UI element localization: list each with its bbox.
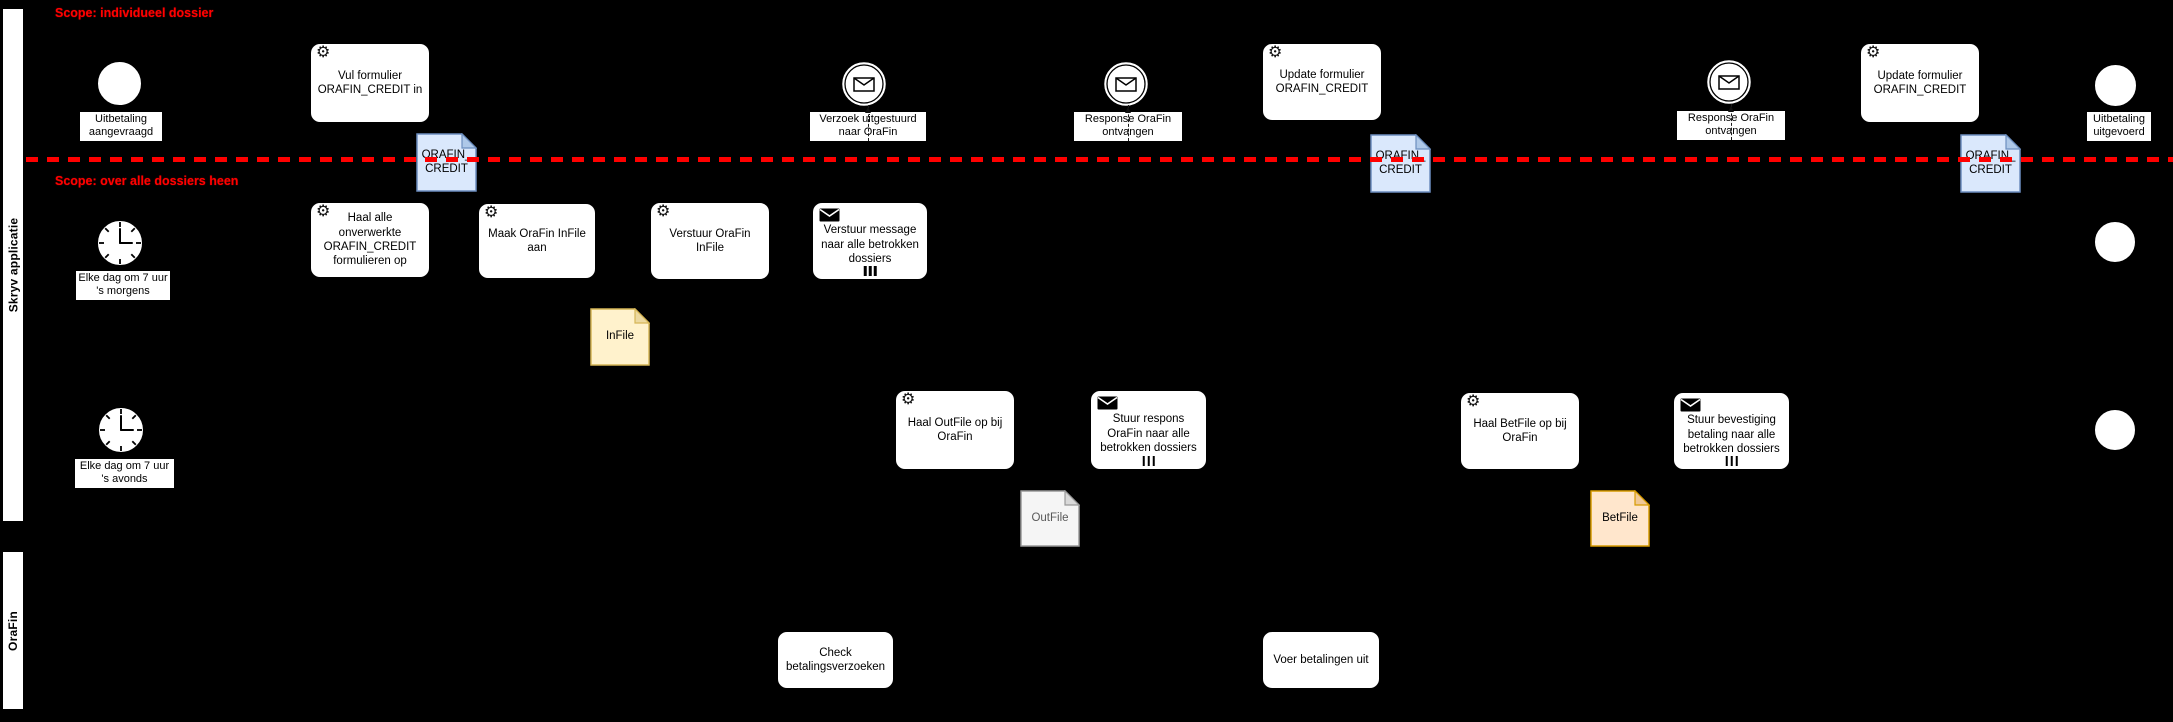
task-label: Update formulier ORAFIN_CREDIT [1275,68,1369,95]
document-icon [416,133,477,192]
gear-icon: ⚙ [484,204,499,221]
task-label: Verstuur OraFin InFile [669,227,751,254]
data-object-orafin-credit-2[interactable]: ORAFIN_ CREDIT [1370,134,1431,193]
clock-icon [97,406,145,454]
doc-label: ORAFIN_ CREDIT [1375,149,1426,176]
gear-icon: ⚙ [316,203,331,220]
task-update-formulier-1[interactable]: ⚙ Update formulier ORAFIN_CREDIT [1262,43,1382,121]
task-update-formulier-2[interactable]: ⚙ Update formulier ORAFIN_CREDIT [1860,43,1980,123]
end-event-uitbetaling-uitgevoerd[interactable] [2092,62,2139,109]
data-object-orafin-credit-3[interactable]: ORAFIN_ CREDIT [1960,134,2021,193]
task-label: Voer betalingen uit [1273,653,1369,666]
multi-instance-icon [1142,456,1155,466]
gear-icon: ⚙ [1268,44,1283,61]
data-object-infile[interactable]: InFile [590,308,650,366]
doc-label: BetFile [1602,511,1638,524]
task-label: Haal BetFile op bij OraFin [1473,417,1567,444]
task-verstuur-message-dossiers[interactable]: Verstuur message naar alle betrokken dos… [812,202,928,280]
event-label: Elke dag om 7 uur 's morgens [76,271,170,300]
multi-instance-icon [1725,456,1738,466]
doc-label: ORAFIN_ CREDIT [421,148,472,175]
multi-instance-icon [863,266,877,276]
lane-orafin: OraFin [2,551,26,710]
end-event-row2[interactable] [2092,219,2138,265]
data-object-orafin-credit-1[interactable]: ORAFIN_ CREDIT [416,133,477,192]
gear-icon: ⚙ [1866,44,1881,61]
document-icon [1020,490,1080,547]
event-label: Response OraFin ontvangen [1677,104,1785,140]
task-stuur-respons-dossiers[interactable]: Stuur respons OraFin naar alle betrokken… [1090,390,1207,470]
event-label: Verzoek uitgestuurd naar OraFin [810,105,926,141]
task-label: Stuur bevestiging betaling naar alle bet… [1683,414,1780,456]
lane-skryv-applicatie: Skryv applicatie [2,8,26,522]
task-maak-infile[interactable]: ⚙ Maak OraFin InFile aan [478,203,596,279]
gear-icon: ⚙ [316,44,331,61]
task-label: Haal alle onverwerkte ORAFIN_CREDIT form… [323,212,417,268]
task-haal-outfile[interactable]: ⚙ Haal OutFile op bij OraFin [895,390,1015,470]
data-object-betfile[interactable]: BetFile [1590,490,1650,547]
document-icon [1370,134,1431,193]
document-icon [590,308,650,366]
doc-label: ORAFIN_ CREDIT [1965,149,2016,176]
envelope-icon [840,60,888,108]
gear-icon: ⚙ [1466,393,1481,410]
task-label: Verstuur message naar alle betrokken dos… [821,224,919,266]
task-label: Check betalingsverzoeken [785,646,886,673]
task-label: Haal OutFile op bij OraFin [907,416,1003,443]
event-label: Response OraFin ontvangen [1074,105,1182,141]
message-event-verzoek-uitgestuurd[interactable] [840,60,888,108]
scope-label-individueel: Scope: individueel dossier [55,6,214,20]
task-label: Vul formulier ORAFIN_CREDIT in [317,69,423,96]
task-voer-betalingen-uit[interactable]: Voer betalingen uit [1262,631,1380,689]
send-envelope-icon [1680,398,1701,412]
event-label: Uitbetaling aangevraagd [80,112,162,141]
send-envelope-icon [1097,396,1118,410]
scope-label-alle-dossiers: Scope: over alle dossiers heen [55,174,239,188]
timer-event-morgens[interactable] [95,218,145,268]
task-label: Maak OraFin InFile aan [488,227,586,254]
doc-label: InFile [605,330,635,343]
task-haal-betfile[interactable]: ⚙ Haal BetFile op bij OraFin [1460,392,1580,470]
gear-icon: ⚙ [656,203,671,220]
message-event-response-ontvangen-1[interactable] [1102,60,1150,108]
start-event-uitbetaling-aangevraagd[interactable] [96,60,143,107]
task-check-betalingsverzoeken[interactable]: Check betalingsverzoeken [777,631,894,689]
message-event-response-ontvangen-2[interactable] [1705,58,1753,106]
task-haal-onverwerkte-formulieren[interactable]: ⚙ Haal alle onverwerkte ORAFIN_CREDIT fo… [310,202,430,278]
send-envelope-icon [819,208,840,222]
envelope-icon [1705,58,1753,106]
event-label: Uitbetaling uitgevoerd [2087,112,2151,141]
timer-event-avonds[interactable] [96,405,146,455]
end-event-row3[interactable] [2092,407,2138,453]
task-stuur-bevestiging-dossiers[interactable]: Stuur bevestiging betaling naar alle bet… [1673,392,1790,470]
envelope-icon [1102,60,1150,108]
task-vul-formulier-orafin-credit[interactable]: ⚙ Vul formulier ORAFIN_CREDIT in [310,43,430,123]
gear-icon: ⚙ [901,391,916,408]
clock-icon [96,219,144,267]
document-icon [1960,134,2021,193]
task-verstuur-infile[interactable]: ⚙ Verstuur OraFin InFile [650,202,770,280]
lane-label: Skryv applicatie [6,217,20,313]
scope-divider-line [26,157,2173,162]
task-label: Stuur respons OraFin naar alle betrokken… [1100,413,1197,455]
task-label: Update formulier ORAFIN_CREDIT [1873,69,1967,96]
lane-label: OraFin [6,610,20,651]
data-object-outfile[interactable]: OutFile [1020,490,1080,547]
event-label: Elke dag om 7 uur 's avonds [75,459,174,488]
doc-label: OutFile [1031,511,1069,524]
document-icon [1590,490,1650,547]
